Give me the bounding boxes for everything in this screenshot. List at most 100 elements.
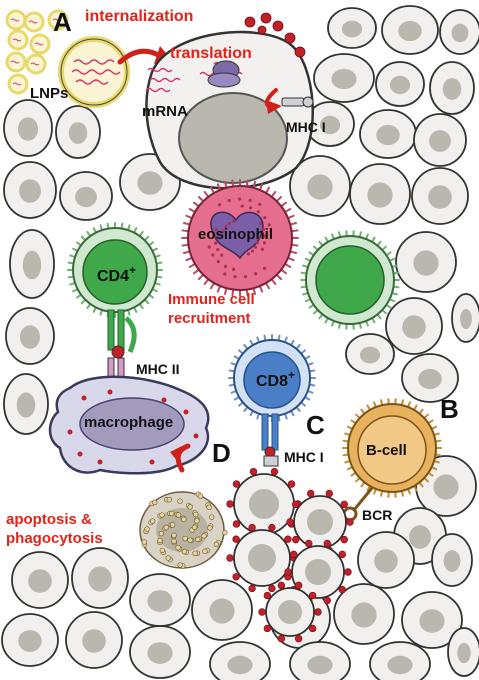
granule [258,202,262,207]
infected-nucleus [249,489,279,519]
tissue-nucleus [389,75,411,95]
apoptotic-body [181,516,187,523]
green-immune-cell [300,230,400,330]
spike-protein [268,584,276,593]
apoptotic-body [192,550,198,556]
tissue-nucleus [209,598,235,624]
tissue-nucleus [331,68,357,90]
lnp-mrna [10,60,20,64]
tissue-nucleus [147,642,173,664]
tissue-nucleus [451,23,469,43]
tissue-nucleus [419,609,445,633]
small-lnp [23,11,45,33]
granule [233,275,237,279]
eosinophil-nucleus [210,211,264,260]
granule [263,215,267,220]
tissue-nucleus [341,20,363,38]
phagosome [149,459,155,465]
spike-protein [294,634,303,643]
granule [254,272,258,276]
spike-protein [290,550,298,559]
host-cell [145,12,314,190]
granule [258,221,262,226]
granule [227,221,232,225]
tissue-nucleus [82,629,106,653]
infected-nucleus [278,600,302,624]
apoptotic-body [209,514,215,520]
lnp-mrna [52,18,62,22]
apoptotic-body [165,555,171,561]
granule [218,203,222,207]
granule [253,245,258,249]
tissue-nucleus [75,186,97,208]
panel-label-d: D [212,438,231,468]
phagosome [193,433,199,439]
lnp-mrna [28,20,38,24]
tissue-nucleus [19,325,41,349]
tissue-nucleus [319,115,341,135]
b-cell [342,398,442,522]
spike-protein [270,467,279,476]
granule [260,247,264,251]
apoptotic-body [187,504,193,510]
granule [216,259,220,264]
small-lnp [7,29,29,51]
apoptotic-body [166,496,173,503]
spike-protein [338,550,346,559]
apoptotic-body [177,562,183,568]
internalization-label: internalization [85,8,193,25]
granule [213,241,218,245]
spike-protein [268,523,276,532]
granule [216,247,220,252]
phagosome [97,459,103,465]
tissue-nucleus [442,78,462,100]
apoptotic-body [171,538,177,545]
immune-recruitment-line2: recruitment [168,310,251,327]
tissue-nucleus [367,182,393,208]
spike-protein [307,489,315,498]
apoptotic-body [181,548,188,555]
apoptotic-body [159,547,166,554]
apoptotic-body [141,539,147,545]
tissue-nucleus [88,566,112,592]
small-lnp [5,51,27,73]
tissue-nucleus [351,602,377,628]
granule [224,225,228,229]
apoptotic-body [201,533,207,539]
tissue-nucleus [22,250,42,280]
apoptotic-body [149,518,156,524]
spike-protein [232,573,240,581]
apoptotic-cell [139,491,228,569]
apoptotic-body [222,529,228,536]
spike-protein [308,624,317,633]
granule [214,228,218,232]
spike-protein [294,581,303,590]
granule [231,267,236,271]
tissue-nucleus [376,124,400,146]
spike-protein [232,480,241,488]
spike-protein [263,624,272,633]
tissue-nucleus [18,630,42,652]
infected-nucleus [305,559,331,585]
cd8-label: CD8+ [256,368,295,390]
granule [243,275,248,279]
tissue-nucleus [418,368,442,390]
granule [267,223,271,227]
apoptotic-body [193,511,199,518]
small-lnp [25,53,47,75]
infected-cells [226,467,354,643]
granule [223,264,228,269]
spike-protein [249,467,258,476]
spike-protein [277,634,286,643]
tissue-nucleus [17,117,39,141]
panel-label-b: B [440,394,459,424]
tissue-nucleus [137,171,163,195]
apoptotic-body [175,544,181,551]
tissue-nucleus [443,550,461,572]
bcell-label: B-cell [366,442,407,459]
lnp-mrna [30,62,40,66]
tissue-nucleus [28,569,52,593]
apoptotic-body [213,541,220,548]
spike-proteins [244,12,306,58]
